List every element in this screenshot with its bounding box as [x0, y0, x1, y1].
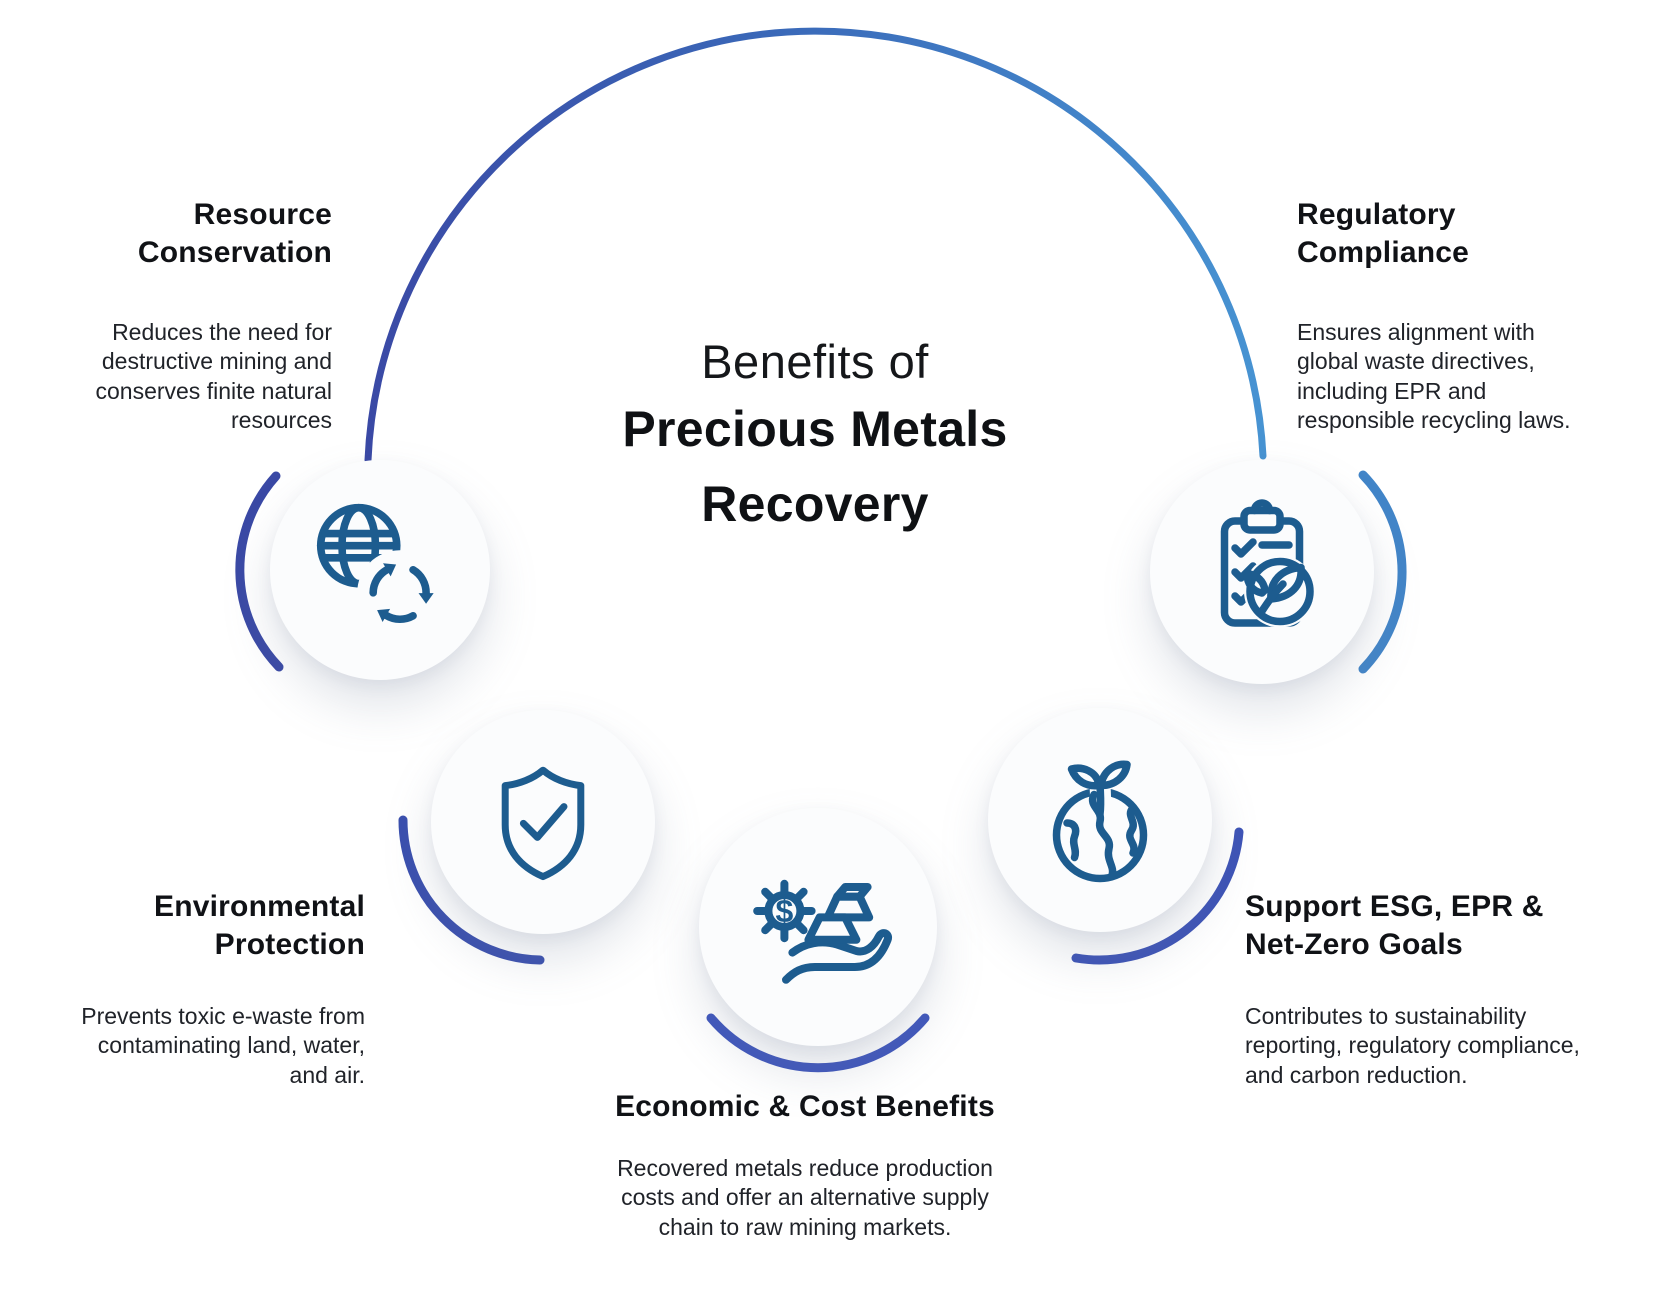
- node-circle-economic-cost-benefits: $: [699, 808, 937, 1046]
- node-circle-support-esg: [988, 708, 1212, 932]
- regulatory-node-arc: [1358, 470, 1407, 674]
- support-esg-description: Contributes to sustainability reporting,…: [1245, 1003, 1580, 1088]
- clipboard-checklist-leaf-icon: [1220, 499, 1316, 628]
- regulatory-compliance-description: Ensures alignment with global waste dire…: [1297, 319, 1571, 434]
- resource-node-arc: [235, 471, 284, 672]
- regulatory-compliance-title: Regulatory Compliance: [1297, 198, 1470, 270]
- environmental-protection-title: Environmental Protection: [154, 890, 365, 962]
- page-title-line-2: Precious Metals: [622, 401, 1008, 458]
- node-circle-environmental-protection: [431, 710, 655, 934]
- economic-node-arc: [706, 1013, 930, 1073]
- main-arc: [364, 27, 1267, 464]
- economic-cost-benefits-description: Recovered metals reduce production costs…: [617, 1155, 993, 1240]
- resource-conservation-title: Resource Conservation: [137, 198, 332, 270]
- shield-check-icon: [501, 766, 585, 881]
- support-esg-title: Support ESG, EPR & Net-Zero Goals: [1245, 890, 1544, 962]
- node-circle-regulatory-compliance: [1150, 460, 1374, 684]
- globe-recycle-icon: [316, 503, 443, 636]
- page-title-line-3: Recovery: [701, 476, 929, 533]
- dollar-sign-glyph: $: [776, 893, 794, 929]
- esg-node-arc: [1071, 827, 1244, 965]
- environmental-node-arc: [398, 815, 545, 965]
- node-circle-resource-conservation: [270, 460, 490, 680]
- page-title: Benefits of Precious Metals Recovery: [545, 332, 1085, 542]
- environmental-protection-description: Prevents toxic e-waste from contaminatin…: [81, 1003, 365, 1088]
- page-title-line-1: Benefits of: [701, 335, 929, 388]
- economic-cost-benefits-title: Economic & Cost Benefits: [615, 1090, 995, 1123]
- gear-dollar-ingots-hand-icon: $: [753, 879, 892, 984]
- resource-conservation-description: Reduces the need for destructive mining …: [95, 319, 332, 434]
- globe-sprout-icon: [1052, 760, 1148, 883]
